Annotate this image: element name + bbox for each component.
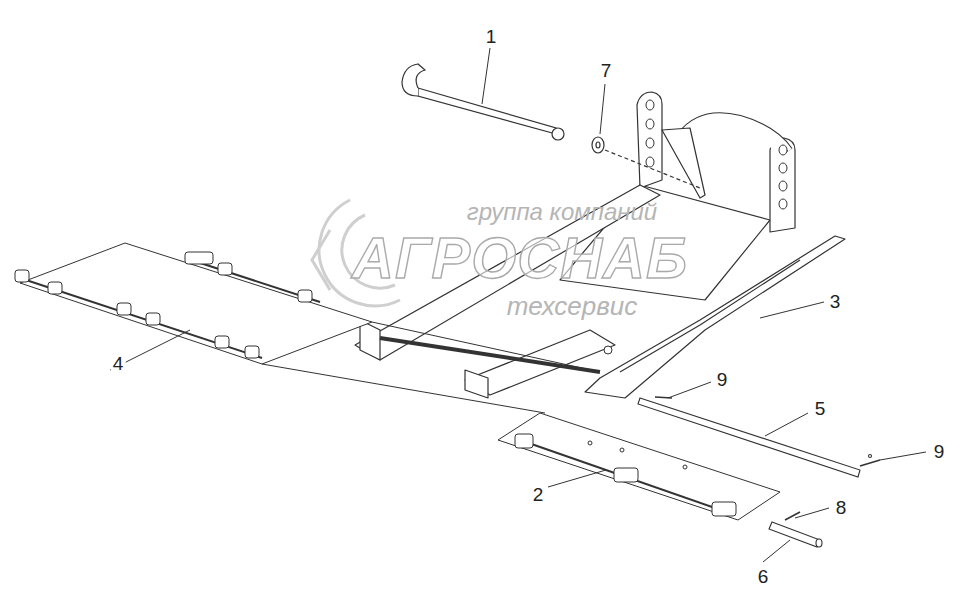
- rods: [638, 397, 880, 547]
- callout-number: 5: [813, 398, 828, 419]
- watermark-text: АГРОСНАБ: [352, 229, 688, 287]
- rollers: [15, 252, 312, 358]
- callout-number: 2: [531, 484, 546, 505]
- callout-number: 3: [828, 291, 843, 312]
- callout-number: 8: [834, 497, 849, 518]
- plate-right: [498, 413, 780, 520]
- watermark-text: техсервис: [507, 293, 638, 319]
- watermark-text: группа компаний: [467, 200, 657, 224]
- callout-number: 1: [484, 26, 499, 47]
- callout-number: 4: [111, 353, 126, 374]
- callout-number: 6: [756, 566, 771, 587]
- callout-number: 9: [715, 369, 730, 390]
- callout-number: 9: [932, 441, 947, 462]
- callout-number: 7: [599, 60, 614, 81]
- pin: [402, 64, 700, 188]
- leader-lines: [110, 48, 926, 562]
